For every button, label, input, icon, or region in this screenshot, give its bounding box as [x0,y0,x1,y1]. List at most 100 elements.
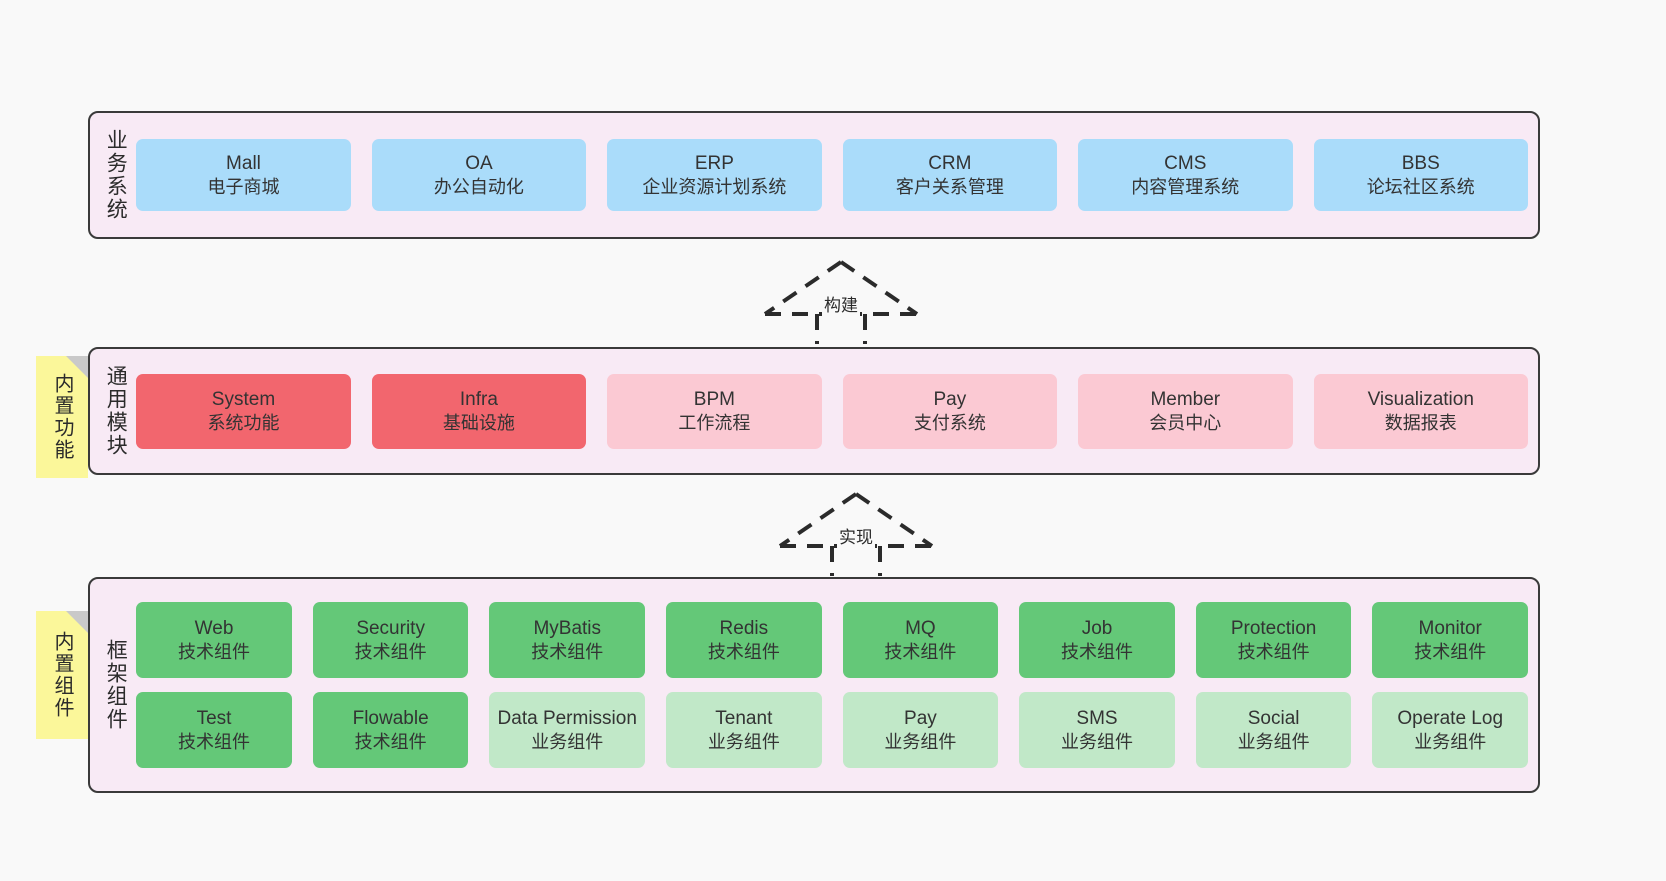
framework-card-grid: Web 技术组件 Security 技术组件 MyBatis 技术组件 Redi… [136,602,1538,768]
sticky-note-builtin-feature: 内置功能 [36,356,88,478]
card-redis[interactable]: Redis 技术组件 [666,602,822,678]
card-web[interactable]: Web 技术组件 [136,602,292,678]
card-tenant-cn: 业务组件 [707,731,780,752]
card-flowable[interactable]: Flowable 技术组件 [312,692,469,768]
card-social-en: Social [1247,707,1300,729]
common-card-grid: System 系统功能 Infra 基础设施 BPM 工作流程 Pay 支付系统… [136,373,1538,449]
card-oa-en: OA [465,152,493,174]
card-test-cn: 技术组件 [178,731,251,752]
layer-framework-component: 框架组件 Web 技术组件 Security 技术组件 MyBatis 技术组件… [88,577,1540,793]
card-social[interactable]: Social 业务组件 [1195,692,1352,768]
card-pay-module-cn: 支付系统 [913,412,986,433]
card-pay-module[interactable]: Pay 支付系统 [842,373,1058,449]
card-crm[interactable]: CRM 客户关系管理 [842,139,1058,211]
card-web-cn: 技术组件 [178,641,251,662]
card-data-permission[interactable]: Data Permission 业务组件 [489,692,646,768]
card-cms-en: CMS [1164,152,1207,174]
card-cms-cn: 内容管理系统 [1131,176,1240,197]
card-data-permission-en: Data Permission [497,707,637,729]
layer-title-business-system: 业务系统 [104,129,128,221]
card-member[interactable]: Member 会员中心 [1078,373,1293,449]
card-security-cn: 技术组件 [354,641,427,662]
card-infra-en: Infra [459,388,498,410]
connector-build-label: 构建 [822,291,860,316]
card-system-en: System [211,388,276,410]
card-oa[interactable]: OA 办公自动化 [371,139,587,211]
card-cms[interactable]: CMS 内容管理系统 [1078,139,1293,211]
card-mybatis-cn: 技术组件 [531,641,604,662]
card-security-en: Security [356,617,425,639]
card-protection-en: Protection [1230,617,1317,639]
card-flowable-cn: 技术组件 [354,731,427,752]
card-monitor-cn: 技术组件 [1414,641,1487,662]
sticky-note-builtin-component: 内置组件 [36,611,88,739]
implement-arrow-glyph [778,492,934,576]
connector-build-arrow: 构建 [755,258,927,344]
card-bbs-cn: 论坛社区系统 [1366,176,1475,197]
framework-card-row-1: Web 技术组件 Security 技术组件 MyBatis 技术组件 Redi… [136,602,1528,678]
card-bpm-cn: 工作流程 [678,412,751,433]
card-operate-log-cn: 业务组件 [1414,731,1487,752]
card-sms[interactable]: SMS 业务组件 [1019,692,1175,768]
card-bpm[interactable]: BPM 工作流程 [607,373,822,449]
card-pay-module-en: Pay [933,388,967,410]
card-sms-en: SMS [1076,707,1118,729]
card-protection-cn: 技术组件 [1237,641,1310,662]
card-mq-cn: 技术组件 [884,641,957,662]
card-infra[interactable]: Infra 基础设施 [371,373,587,449]
card-data-permission-cn: 业务组件 [531,731,604,752]
card-member-cn: 会员中心 [1149,412,1222,433]
card-mybatis-en: MyBatis [533,617,602,639]
sticky-note-builtin-feature-label: 内置功能 [51,373,73,461]
layer-title-common-module: 通用模块 [104,365,128,457]
card-visualization[interactable]: Visualization 数据报表 [1313,373,1528,449]
card-mq[interactable]: MQ 技术组件 [842,602,999,678]
framework-card-row-2: Test 技术组件 Flowable 技术组件 Data Permission … [136,692,1528,768]
card-system[interactable]: System 系统功能 [136,373,351,449]
card-oa-cn: 办公自动化 [433,176,524,197]
card-pay-component-cn: 业务组件 [884,731,957,752]
card-pay-component[interactable]: Pay 业务组件 [842,692,999,768]
card-job[interactable]: Job 技术组件 [1019,602,1175,678]
card-tenant-en: Tenant [715,707,773,729]
layer-title-framework-component: 框架组件 [104,639,128,731]
business-card-grid: Mall 电子商城 OA 办公自动化 ERP 企业资源计划系统 CRM 客户关系… [136,139,1538,211]
connector-implement-arrow: 实现 [770,490,942,576]
card-sms-cn: 业务组件 [1061,731,1134,752]
card-monitor[interactable]: Monitor 技术组件 [1372,602,1528,678]
common-card-row-1: System 系统功能 Infra 基础设施 BPM 工作流程 Pay 支付系统… [136,373,1528,449]
card-test[interactable]: Test 技术组件 [136,692,292,768]
card-erp[interactable]: ERP 企业资源计划系统 [607,139,822,211]
sticky-note-builtin-component-label: 内置组件 [51,631,73,719]
card-erp-en: ERP [694,152,734,174]
business-card-row-1: Mall 电子商城 OA 办公自动化 ERP 企业资源计划系统 CRM 客户关系… [136,139,1528,211]
card-mall-cn: 电子商城 [207,176,280,197]
card-security[interactable]: Security 技术组件 [312,602,469,678]
card-crm-en: CRM [928,152,972,174]
card-job-en: Job [1081,617,1113,639]
card-mall[interactable]: Mall 电子商城 [136,139,351,211]
card-bpm-en: BPM [693,388,735,410]
card-protection[interactable]: Protection 技术组件 [1195,602,1352,678]
card-mall-en: Mall [226,152,261,174]
card-visualization-en: Visualization [1367,388,1474,410]
connector-implement-label: 实现 [837,523,875,548]
card-bbs[interactable]: BBS 论坛社区系统 [1313,139,1528,211]
card-operate-log[interactable]: Operate Log 业务组件 [1372,692,1528,768]
card-pay-component-en: Pay [904,707,937,729]
card-mq-en: MQ [905,617,936,639]
build-arrow-glyph [763,260,919,344]
card-test-en: Test [196,707,232,729]
layer-common-module: 通用模块 System 系统功能 Infra 基础设施 BPM 工作流程 Pay… [88,347,1540,475]
card-mybatis[interactable]: MyBatis 技术组件 [489,602,646,678]
card-member-en: Member [1150,388,1221,410]
card-tenant[interactable]: Tenant 业务组件 [666,692,822,768]
sticky-fold-icon [66,611,88,633]
card-flowable-en: Flowable [352,707,429,729]
card-operate-log-en: Operate Log [1397,707,1504,729]
card-job-cn: 技术组件 [1061,641,1134,662]
card-infra-cn: 基础设施 [442,412,515,433]
card-redis-cn: 技术组件 [707,641,780,662]
card-web-en: Web [194,617,234,639]
